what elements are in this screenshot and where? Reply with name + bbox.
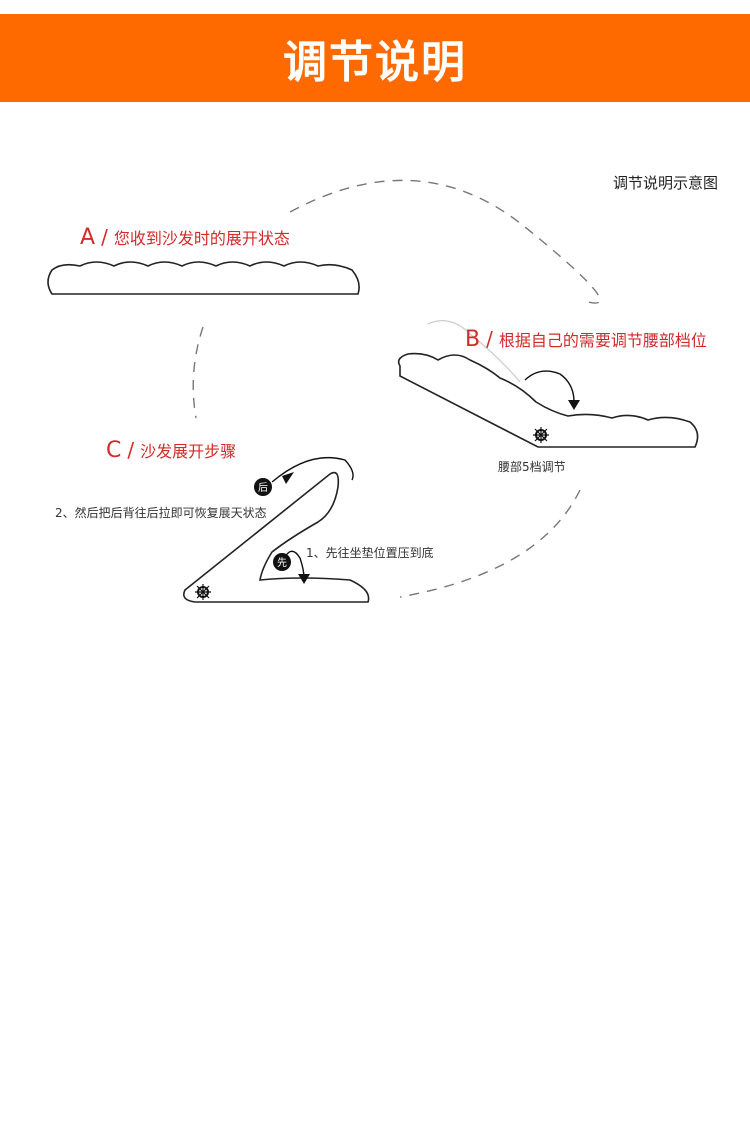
step-c-separator: / [127,438,135,462]
step-b-separator: / [486,327,493,351]
step-b-text: 根据自己的需要调节腰部档位 [498,331,707,350]
dashed-cycle-arc-a-to-b [289,179,601,304]
sofa-state-a [47,261,360,295]
step-a-letter: A [80,225,96,250]
step-a-text: 您收到沙发时的展开状态 [113,229,290,248]
step-b-letter: B [465,327,481,352]
sofa-state-c [182,456,370,603]
diagram-illustration: 后 先 [47,179,699,603]
badge-first-label: 先 [277,557,287,569]
instruction-2: 2、然后把后背往后拉即可恢复展天状态 [55,506,267,520]
diagram-title: 调节说明示意图 [613,174,719,192]
sofa-state-b [397,320,699,448]
lumbar-caption: 腰部5档调节 [498,460,566,474]
badge-after-label: 后 [258,482,268,494]
step-a-separator: / [101,225,108,249]
dashed-cycle-arc-a-to-c [192,326,204,419]
step-a-label: A / 您收到沙发时的展开状态 [80,225,290,250]
header-banner: 调节说明 [0,14,750,102]
adjustment-diagram: 后 先 调节说明示意图 A / 您收到沙发时的展开状态 B / 根据自己的需要调… [0,102,750,702]
dashed-cycle-arc-b-to-c [399,489,581,598]
step-c-label: C / 沙发展开步骤 [106,438,236,463]
step-c-text: 沙发展开步骤 [140,442,237,461]
badge-first-circle [273,553,291,571]
step-b-label: B / 根据自己的需要调节腰部档位 [465,327,707,352]
step-c-letter: C [106,438,122,463]
page-title: 调节说明 [283,37,467,88]
badge-after-circle [254,478,272,496]
instruction-1: 1、先往坐垫位置压到底 [306,546,434,560]
